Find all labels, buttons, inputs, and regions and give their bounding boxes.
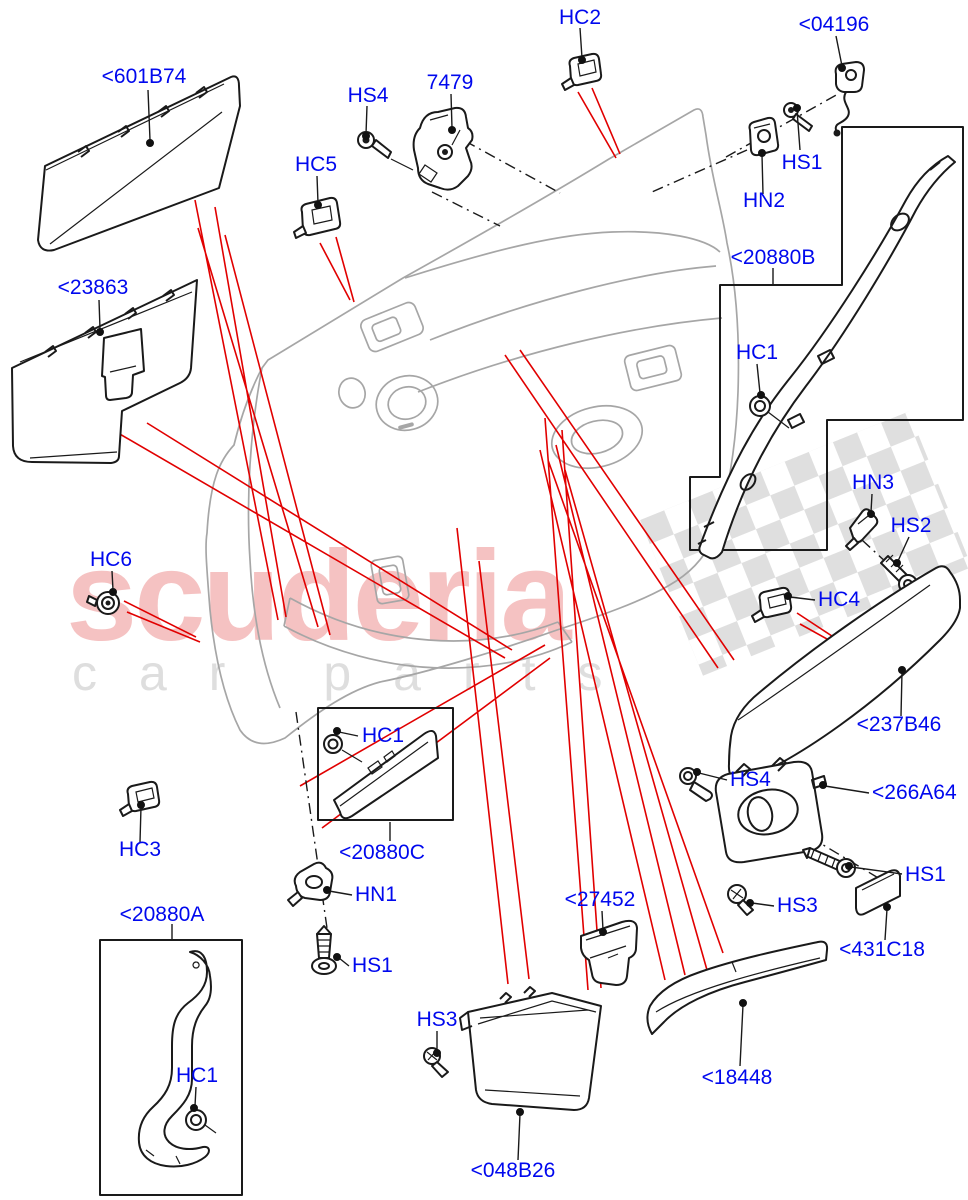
part-237B46-trim xyxy=(727,565,961,784)
part-label-hc5[interactable]: HC5 xyxy=(295,153,337,176)
part-18448-trim xyxy=(646,940,829,1035)
map-pocket-lower-line xyxy=(283,625,573,669)
part-label-266A64[interactable]: <266A64 xyxy=(872,781,957,804)
part-label-hc1-center[interactable]: HC1 xyxy=(362,724,404,747)
part-hn2-nut xyxy=(748,116,780,157)
part-label-20880A[interactable]: <20880A xyxy=(120,903,205,926)
part-23863-drawing xyxy=(11,279,198,464)
label-leader-lines xyxy=(98,27,910,1161)
part-label-hs1-bottom[interactable]: HS1 xyxy=(905,863,946,886)
part-label-hs3-left[interactable]: HS3 xyxy=(417,1008,458,1031)
part-048B26-bin xyxy=(459,986,602,1111)
part-hc1-center-clip xyxy=(323,734,363,763)
part-label-27452[interactable]: <27452 xyxy=(565,888,636,911)
part-hs1-center-screw xyxy=(311,925,337,975)
part-hc4-clip xyxy=(751,586,793,623)
part-hc1-left-clip xyxy=(185,1109,217,1134)
red-leader-lines xyxy=(117,87,839,991)
armrest-upper-line xyxy=(429,265,717,341)
part-labels: <601B74 HS4 7479 HC2 <04196 HC5 HS1 HN2 … xyxy=(58,6,957,1182)
part-7479-latch-drawing xyxy=(412,106,474,191)
part-label-601B74[interactable]: <601B74 xyxy=(102,65,187,88)
door-pull-cup xyxy=(550,404,644,470)
part-label-hn3[interactable]: HN3 xyxy=(852,471,894,494)
part-label-048B26[interactable]: <048B26 xyxy=(471,1159,556,1182)
part-label-20880C[interactable]: <20880C xyxy=(339,841,425,864)
part-label-hs1-center[interactable]: HS1 xyxy=(352,954,393,977)
part-hc5-clip xyxy=(293,196,342,239)
assembly-axis-lines xyxy=(295,93,926,929)
part-label-04196[interactable]: <04196 xyxy=(799,13,870,36)
part-label-hc3[interactable]: HC3 xyxy=(119,838,161,861)
part-20880C-box xyxy=(317,707,454,821)
part-label-hs1-top[interactable]: HS1 xyxy=(782,151,823,174)
part-label-431C18[interactable]: <431C18 xyxy=(839,938,925,961)
checkered-flag-graphic xyxy=(640,411,968,676)
part-label-hs3-right[interactable]: HS3 xyxy=(777,894,818,917)
part-20880A-box xyxy=(99,939,243,1196)
armrest-lower-line xyxy=(417,317,723,393)
part-hs1-bottom-screw xyxy=(802,847,856,878)
tweeter-ring xyxy=(338,377,366,409)
part-label-23863[interactable]: <23863 xyxy=(58,276,129,299)
part-label-7479[interactable]: 7479 xyxy=(427,71,474,94)
part-label-hc1-left[interactable]: HC1 xyxy=(176,1064,218,1087)
part-label-hc2[interactable]: HC2 xyxy=(559,6,601,29)
part-label-237B46[interactable]: <237B46 xyxy=(857,713,942,736)
part-label-hs2[interactable]: HS2 xyxy=(891,514,932,537)
part-04196-cable xyxy=(833,61,865,137)
part-label-hs4-top[interactable]: HS4 xyxy=(348,84,389,107)
part-hs3-right-screw xyxy=(727,884,754,916)
part-266A64-bezel xyxy=(714,757,827,864)
speaker-ring-inner xyxy=(387,385,427,421)
lock-switch-bezel xyxy=(623,344,683,392)
part-20880B-box xyxy=(689,126,964,560)
part-label-hc6[interactable]: HC6 xyxy=(90,548,132,571)
part-label-20880B[interactable]: <20880B xyxy=(731,246,816,269)
speaker-ring-outer xyxy=(375,374,439,432)
panel-belt-line xyxy=(404,230,721,279)
part-431C18-cover xyxy=(855,869,901,916)
part-27452-cup xyxy=(580,919,638,986)
part-hc6-grommet xyxy=(86,591,120,615)
window-switch-bezel xyxy=(360,301,424,353)
part-601B74-drawing xyxy=(37,75,241,252)
part-hc3-clip xyxy=(119,780,161,817)
part-label-hs4-bottom[interactable]: HS4 xyxy=(730,768,771,791)
panel-outer-outline xyxy=(205,108,740,745)
part-label-hc1-right[interactable]: HC1 xyxy=(736,341,778,364)
part-hn1-bracket xyxy=(287,861,334,907)
part-hc1-right-clip xyxy=(749,395,790,429)
speaker-slot xyxy=(398,422,414,430)
part-label-hn2[interactable]: HN2 xyxy=(743,189,785,212)
part-label-hn1[interactable]: HN1 xyxy=(355,883,397,906)
part-label-hc4[interactable]: HC4 xyxy=(818,588,860,611)
part-label-18448[interactable]: <18448 xyxy=(702,1066,773,1089)
part-hc2-clip xyxy=(561,52,603,91)
part-hs4-bottom-pin xyxy=(679,767,713,802)
watermark-sub-text: car parts xyxy=(72,645,645,701)
door-trim-panel-outline xyxy=(205,108,740,745)
